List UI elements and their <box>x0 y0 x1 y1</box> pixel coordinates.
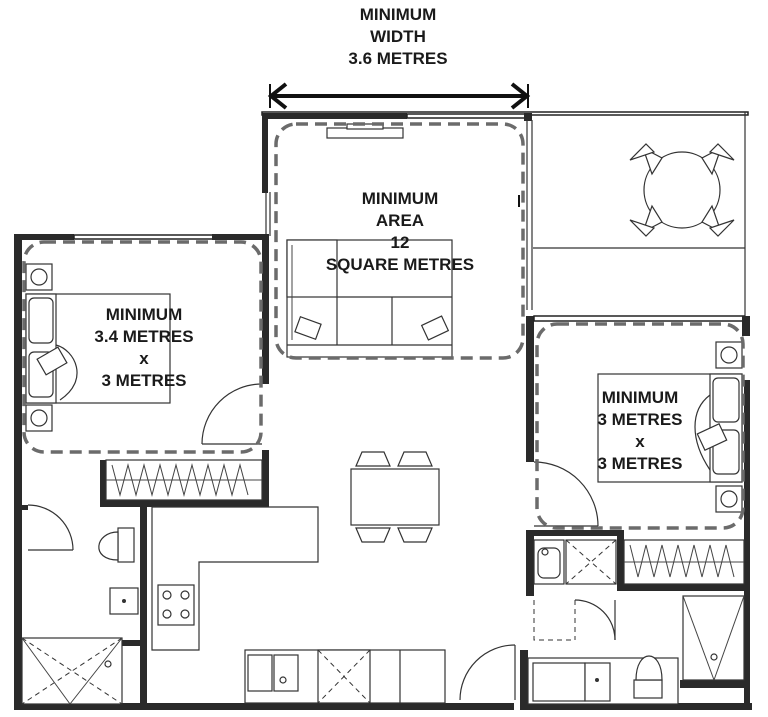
bedroom1-annotation-line: 3.4 METRES <box>94 327 194 346</box>
dining-table <box>350 451 440 543</box>
laundry <box>533 539 617 641</box>
bedroom1-annotation-line: MINIMUM <box>105 305 183 324</box>
bedroom1-annotation-line: 3 METRES <box>101 371 187 390</box>
bedroom2-door <box>533 461 599 527</box>
tv-unit <box>326 123 404 139</box>
width-dimension-arrow <box>267 82 531 110</box>
kitchen <box>151 506 516 704</box>
living-annotation: MINIMUM AREA 12 SQUARE METRES <box>300 188 500 276</box>
bed-left <box>25 263 171 432</box>
living-annotation-line: 12 <box>390 233 410 252</box>
living-minimum-zone <box>274 122 525 360</box>
bathroom-left <box>21 504 139 705</box>
bed-right <box>597 341 743 513</box>
wardrobe-right <box>623 539 745 585</box>
bedroom2-annotation-line: MINIMUM <box>601 388 679 407</box>
bedroom1-annotation: MINIMUM 3.4 METRES x 3 METRES <box>66 304 222 392</box>
width-annotation-line: 3.6 METRES <box>348 49 448 68</box>
bedroom2-annotation-line: x <box>635 432 645 451</box>
walls <box>14 111 752 710</box>
bedroom2-annotation-line: 3 METRES <box>597 410 683 429</box>
living-annotation-line: AREA <box>375 211 425 230</box>
wardrobe-left <box>105 459 263 501</box>
bedroom1-annotation-line: x <box>139 349 149 368</box>
bedroom2-annotation-line: 3 METRES <box>597 454 683 473</box>
living-annotation-line: MINIMUM <box>361 189 439 208</box>
width-annotation-line: WIDTH <box>370 27 426 46</box>
bedroom2-annotation: MINIMUM 3 METRES x 3 METRES <box>570 387 710 475</box>
living-annotation-line: SQUARE METRES <box>325 255 475 274</box>
bedroom1-door <box>201 383 263 445</box>
bedroom2-minimum-zone <box>535 322 745 530</box>
balcony-table <box>518 143 735 237</box>
width-annotation-line: MINIMUM <box>359 5 437 24</box>
bedroom1-minimum-zone <box>22 240 263 454</box>
bathroom-right <box>527 595 745 705</box>
sofa <box>286 239 453 358</box>
width-annotation: MINIMUM WIDTH 3.6 METRES <box>298 4 498 70</box>
